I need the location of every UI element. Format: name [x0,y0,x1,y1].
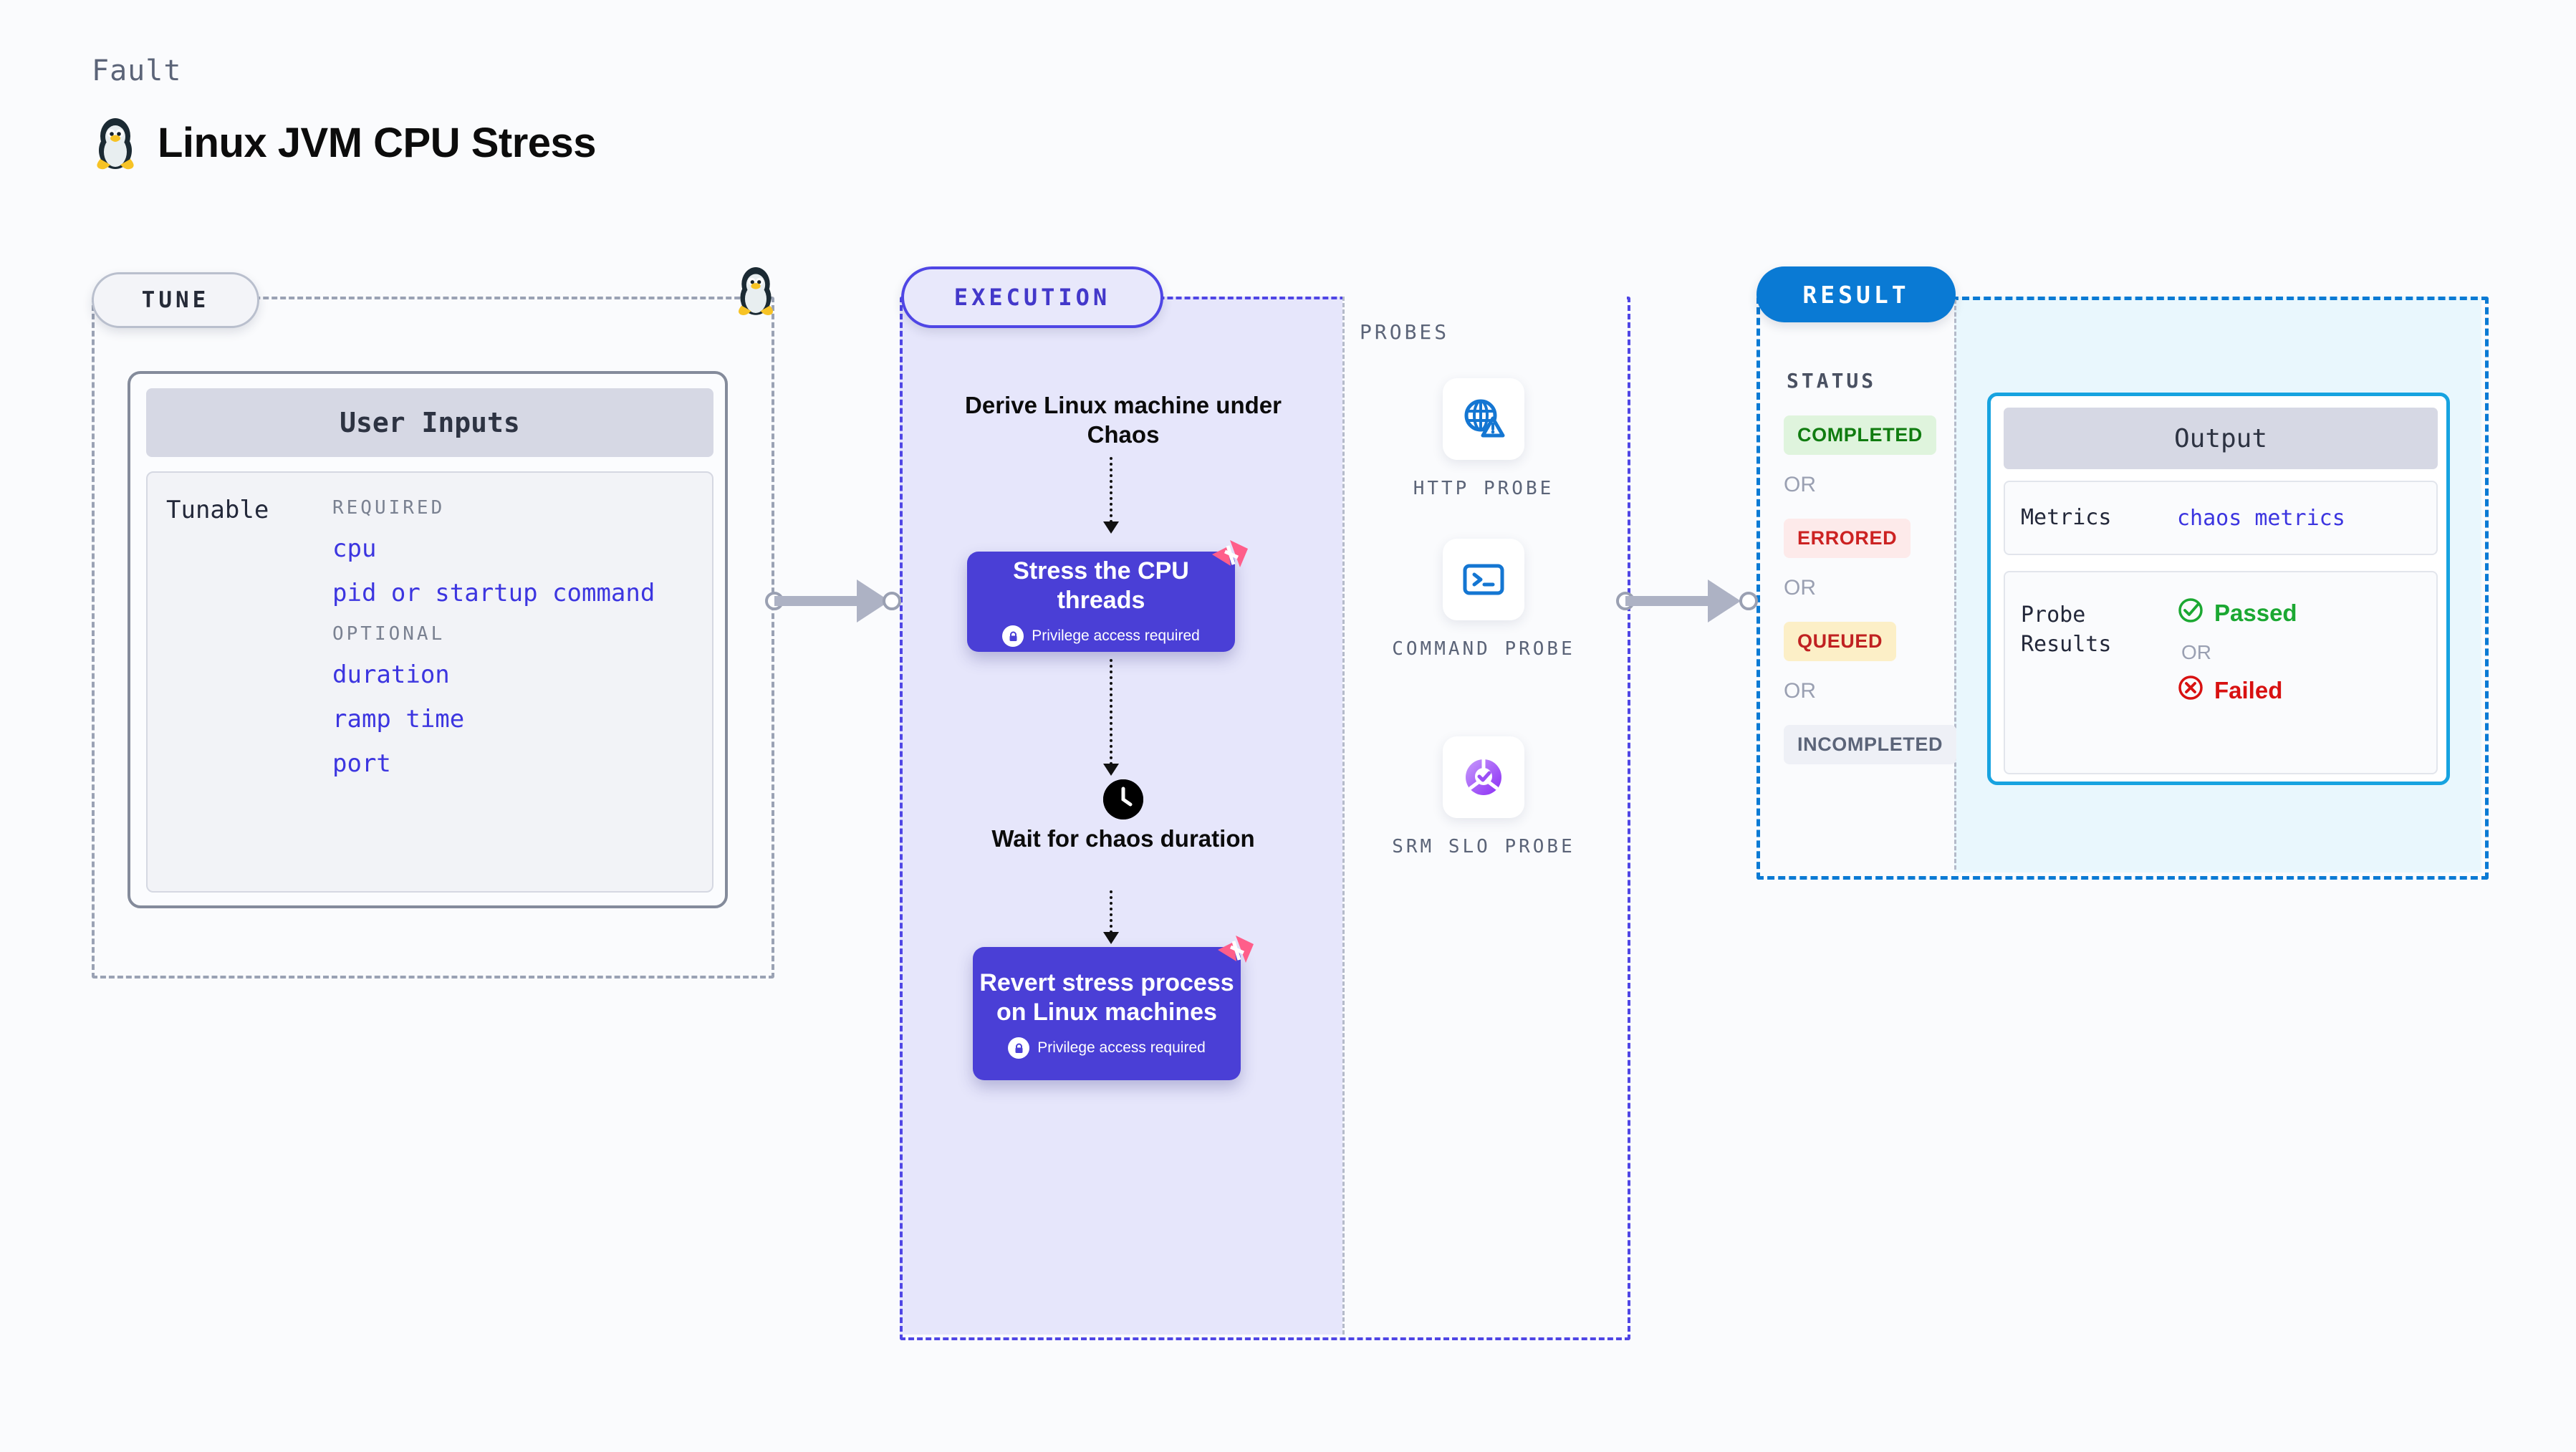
tunable-param-list: REQUIRED cpu pid or startup command OPTI… [332,481,705,794]
page-title: Linux JVM CPU Stress [158,119,597,166]
execution-section-pill[interactable]: EXECUTION [901,266,1163,328]
flow-arrowhead-1 [1103,521,1119,534]
tux-penguin-icon-marker [734,264,778,320]
probe-result-failed-label: Failed [2214,677,2283,703]
probe-result-or: OR [2181,641,2211,663]
status-or-1: OR [1784,473,1816,496]
step-revert-stress-process-title: Revert stress process on Linux machines [979,968,1234,1026]
probe-command[interactable]: COMMAND PROBE [1390,539,1577,663]
output-metrics-value[interactable]: chaos metrics [2177,505,2345,531]
probe-srm-slo[interactable]: SRM SLO PROBE [1390,736,1577,861]
check-circle-icon [2177,597,2204,630]
status-badge-errored: ERRORED [1784,519,1911,558]
terminal-icon [1443,539,1524,620]
status-badge-incompleted: INCOMPLETED [1784,725,1957,764]
flow-connector-2 [1110,659,1112,765]
privilege-note-revert-text: Privilege access required [1037,1039,1206,1057]
clock-icon [1103,779,1143,819]
status-label: STATUS [1787,369,1877,393]
user-inputs-card: User Inputs Tunable REQUIRED cpu pid or … [128,371,728,908]
status-badge-queued: QUEUED [1784,622,1897,661]
output-probe-key: Probe Results [2021,602,2112,657]
step-revert-stress-process-card[interactable]: Revert stress process on Linux machines … [973,936,1254,1080]
privilege-note-stress-text: Privilege access required [1032,628,1200,645]
flow-connector-3 [1110,890,1112,933]
status-badge-completed: COMPLETED [1784,415,1936,455]
probe-result-passed-label: Passed [2214,600,2297,626]
step-wait-for-chaos-duration: Wait for chaos duration [991,825,1255,852]
page-title-row: Linux JVM CPU Stress [92,115,597,170]
harness-logo-icon [1206,536,1251,580]
flow-arrowhead-2 [1103,764,1119,776]
status-or-3: OR [1784,679,1816,703]
connector-line-1 [774,596,875,606]
flow-connector-1 [1110,457,1112,523]
result-section-pill[interactable]: RESULT [1756,266,1956,322]
connector-end-dot-1 [883,592,901,610]
group-label-required: REQUIRED [332,497,446,519]
param-ramp-time[interactable]: ramp time [332,705,465,734]
slo-donut-icon [1443,736,1524,818]
connector-arrowhead-2 [1708,580,1741,622]
param-pid-or-startup-command[interactable]: pid or startup command [332,579,655,607]
tunable-label: Tunable [166,496,269,524]
execution-section-frame [900,297,1630,1340]
step-derive-linux-machine: Derive Linux machine under Chaos [965,392,1282,448]
output-card: Output Metrics chaos metrics Probe Resul… [1987,393,2450,785]
probe-srm-slo-label: SRM SLO PROBE [1392,836,1575,857]
output-metrics-key: Metrics [2021,504,2112,530]
probes-label: PROBES [1360,320,1450,344]
param-port[interactable]: port [332,749,391,778]
user-inputs-title: User Inputs [146,388,713,457]
step-stress-cpu-threads-title: Stress the CPU threads [1013,557,1189,614]
probe-result-passed: Passed [2177,597,2297,630]
connector-line-2 [1625,596,1726,606]
fault-kicker: Fault [92,54,182,87]
param-cpu[interactable]: cpu [332,534,377,563]
probe-http-label: HTTP PROBE [1413,478,1554,499]
group-label-optional: OPTIONAL [332,623,446,645]
result-inner-divider [1954,299,1956,870]
probe-result-failed: Failed [2177,674,2297,707]
step-stress-cpu-threads-card[interactable]: Stress the CPU threads Privilege access … [967,540,1248,652]
tune-section-pill[interactable]: TUNE [92,272,259,328]
flow-arrowhead-3 [1103,932,1119,944]
status-or-2: OR [1784,576,1816,600]
x-circle-icon [2177,674,2204,707]
privilege-note-revert: Privilege access required [1008,1037,1206,1059]
probe-http[interactable]: HTTP PROBE [1390,378,1577,503]
result-section-frame [1756,297,2489,880]
harness-logo-icon [1212,931,1256,976]
output-title: Output [2004,408,2438,469]
connector-end-dot-2 [1739,592,1758,610]
tux-penguin-icon [92,115,139,170]
tunable-box: Tunable REQUIRED cpu pid or startup comm… [146,471,713,893]
output-row-metrics: Metrics chaos metrics [2004,481,2438,555]
privilege-note-stress: Privilege access required [1002,625,1200,648]
globe-warning-icon [1443,378,1524,460]
output-row-probe-results: Probe Results Passed OR Failed [2004,571,2438,774]
probe-command-label: COMMAND PROBE [1392,638,1575,660]
lock-icon [1008,1037,1030,1059]
lock-icon [1002,625,1024,648]
param-duration[interactable]: duration [332,660,450,689]
